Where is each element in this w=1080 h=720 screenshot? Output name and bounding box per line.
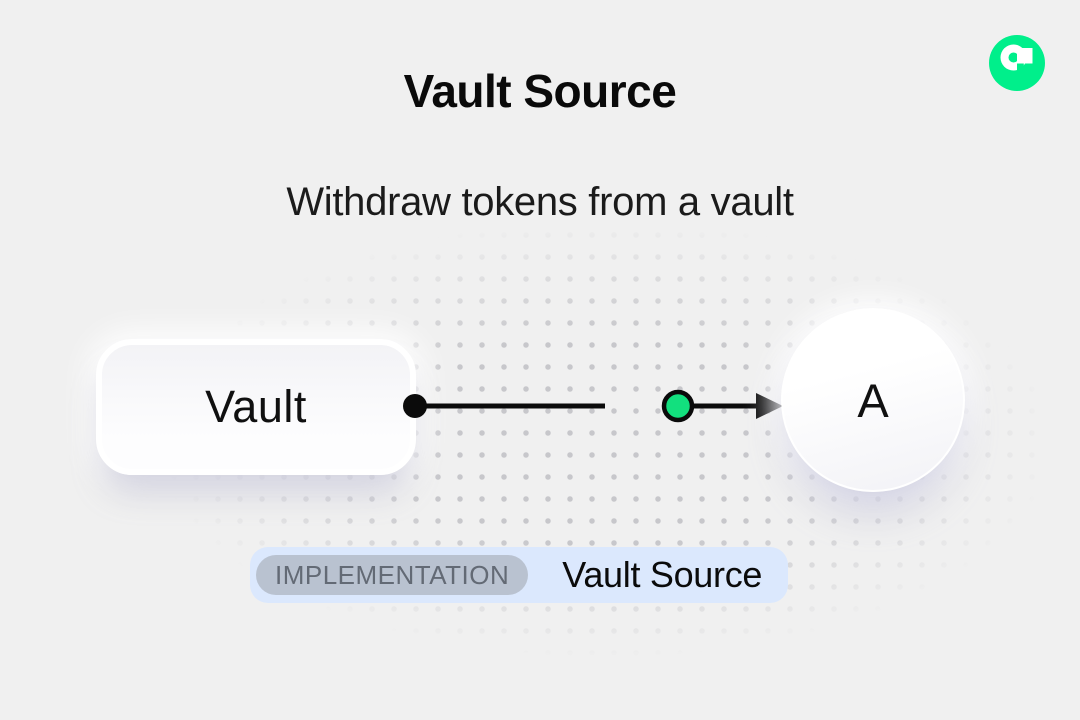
edge-token-marker — [661, 389, 695, 423]
receiver-node-label: A — [857, 373, 889, 427]
arrowhead-icon — [756, 393, 783, 419]
vault-node: Vault — [96, 339, 416, 475]
page-title: Vault Source — [403, 65, 677, 117]
flow-logo-icon — [989, 35, 1045, 91]
vault-node-label: Vault — [205, 381, 307, 432]
flow-arrow — [403, 389, 783, 423]
receiver-node: A — [781, 308, 965, 492]
page-subtitle: Withdraw tokens from a vault — [286, 180, 794, 224]
implementation-badge-label: Vault Source — [562, 554, 763, 595]
implementation-badge: IMPLEMENTATION Vault Source — [250, 547, 789, 603]
edge-start-dot — [403, 394, 427, 418]
implementation-tag-pill: IMPLEMENTATION — [256, 555, 529, 595]
